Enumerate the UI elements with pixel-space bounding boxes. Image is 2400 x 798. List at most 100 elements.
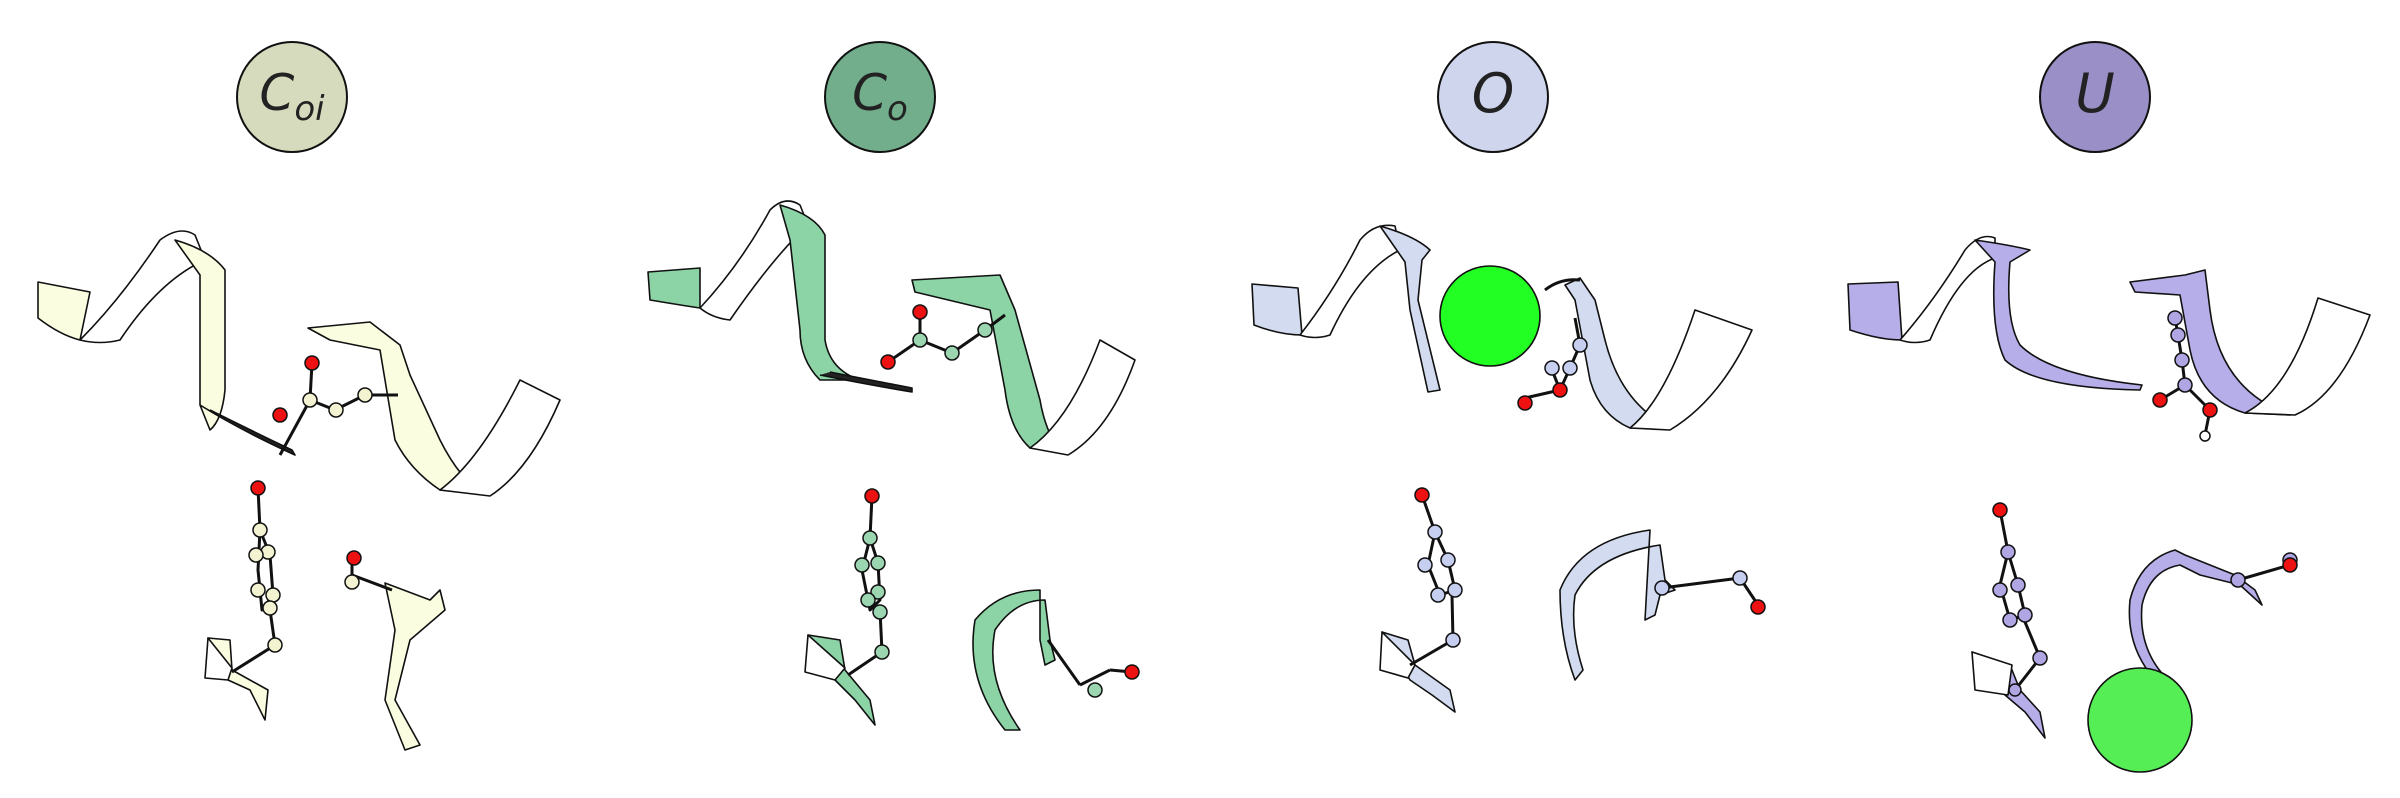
panel-u-top-structure [1847, 235, 2371, 442]
carbon-atom [2170, 327, 2186, 343]
oxygen-atom [912, 304, 928, 320]
loop-bottom-right [344, 550, 446, 751]
label-badge [1437, 41, 1549, 153]
side-chain-top [1517, 317, 1588, 411]
carbon-atom [1427, 524, 1443, 540]
helix-ribbon-right-front [911, 274, 1061, 453]
carbon-atom [944, 345, 960, 361]
helix-ribbon-left-white [79, 230, 206, 344]
carbon-atom [862, 530, 878, 546]
loop-bottom-right [972, 589, 1140, 731]
carbon-atom [1562, 360, 1578, 376]
oxygen-atom [250, 480, 266, 496]
oxygen-atom [864, 488, 880, 504]
panel-u: U [1847, 41, 2371, 773]
tyrosine-side-chain [231, 480, 283, 674]
carbon-atom [252, 522, 268, 538]
carbon-atom [872, 604, 888, 620]
carbon-atom [248, 547, 264, 563]
carbon-atom [2230, 572, 2246, 588]
oxygen-atom [272, 407, 288, 423]
carbon-atom [1430, 587, 1446, 603]
tyrosine-side-chain [847, 488, 890, 677]
tyrosine-side-chain [1409, 487, 1463, 667]
carbon-atom [2002, 612, 2018, 628]
loop-bottom-right [2128, 549, 2298, 686]
oxygen-atom [1992, 502, 2008, 518]
helix-ribbon-left-front [1379, 225, 1441, 393]
carbon-atom [860, 592, 876, 608]
metal-ion-top [1439, 265, 1541, 367]
helix-ribbon-left-white [1299, 224, 1401, 339]
side-chain-top [880, 304, 1006, 370]
oxygen-atom [304, 355, 320, 371]
panel-o-bottom-structure [1379, 487, 1766, 713]
panel-co: Co [647, 41, 1140, 731]
carbon-atom [1445, 632, 1461, 648]
carbon-atom [1572, 337, 1588, 353]
side-chain-top [272, 355, 398, 456]
helix-ribbon-left-back [37, 281, 91, 341]
oxygen-atom [1517, 395, 1533, 411]
panel-co-bottom-structure [804, 488, 1140, 731]
helix-tail-left [819, 371, 913, 393]
oxygen-atom [2282, 557, 2298, 573]
carbon-atom [2177, 377, 2193, 393]
panel-u-label: U [2039, 41, 2151, 153]
oxygen-atom [346, 550, 362, 566]
carbon-atom [1544, 360, 1560, 376]
helix-ribbon-right-white [1029, 339, 1136, 456]
carbon-atom [874, 644, 890, 660]
carbon-atom [1440, 552, 1456, 568]
tyrosine-side-chain [1992, 502, 2048, 697]
helix-ribbon-right-front [2129, 269, 2291, 416]
panel-o-label: O [1437, 41, 1549, 153]
label-text: Coi [259, 64, 325, 129]
oxygen-atom [1414, 487, 1430, 503]
carbon-atom [2032, 650, 2048, 666]
carbon-atom [1417, 557, 1433, 573]
panel-co-top-structure [647, 200, 1136, 456]
metal-ion-bottom [2087, 667, 2193, 773]
side-chain-top [2152, 310, 2218, 442]
panel-co-label: Co [824, 41, 936, 153]
oxygen-atom [2152, 392, 2168, 408]
connector-loop [1544, 278, 1581, 292]
strand-ribbon-bottom-left-white [204, 637, 233, 681]
label-text: O [1472, 62, 1515, 125]
helix-ribbon-right-white [439, 379, 561, 497]
carbon-atom [1087, 682, 1103, 698]
helix-tail-left [199, 404, 296, 456]
carbon-atom [267, 637, 283, 653]
carbon-atom [2010, 577, 2026, 593]
strand-ribbon-bottom-left-white [1971, 651, 2013, 696]
carbon-atom [1447, 582, 1463, 598]
panel-u-bottom-structure [1971, 502, 2298, 773]
label-main: U [2075, 62, 2115, 125]
label-text: U [2075, 62, 2115, 125]
helix-ribbon-left-front [174, 239, 226, 431]
helix-ribbon-left-front [1974, 239, 2143, 391]
oxygen-atom [1552, 382, 1568, 398]
carbon-atom [1732, 570, 1748, 586]
loop-bottom-right [1559, 529, 1766, 681]
carbon-atom [302, 392, 318, 408]
carbon-atom [250, 582, 266, 598]
panel-coi-top-structure [37, 230, 561, 497]
panel-o: O [1251, 41, 1766, 713]
carbon-atom [2167, 310, 2183, 326]
carbon-atom [2000, 544, 2016, 560]
carbon-atom [1992, 582, 2008, 598]
carbon-atom [357, 387, 373, 403]
helix-ribbon-left-front [779, 204, 861, 381]
carbon-atom [854, 557, 870, 573]
label-main: C [852, 64, 887, 122]
strand-ribbon-bottom-left-white [804, 634, 846, 681]
carbon-atom [870, 555, 886, 571]
panel-o-top-structure [1251, 224, 1753, 431]
carbon-atom [977, 322, 993, 338]
carbon-atom [870, 584, 886, 600]
strand-ribbon-bottom-left-white [1379, 631, 1416, 679]
label-badge [2039, 41, 2151, 153]
helix-ribbon-left-back [647, 267, 701, 309]
